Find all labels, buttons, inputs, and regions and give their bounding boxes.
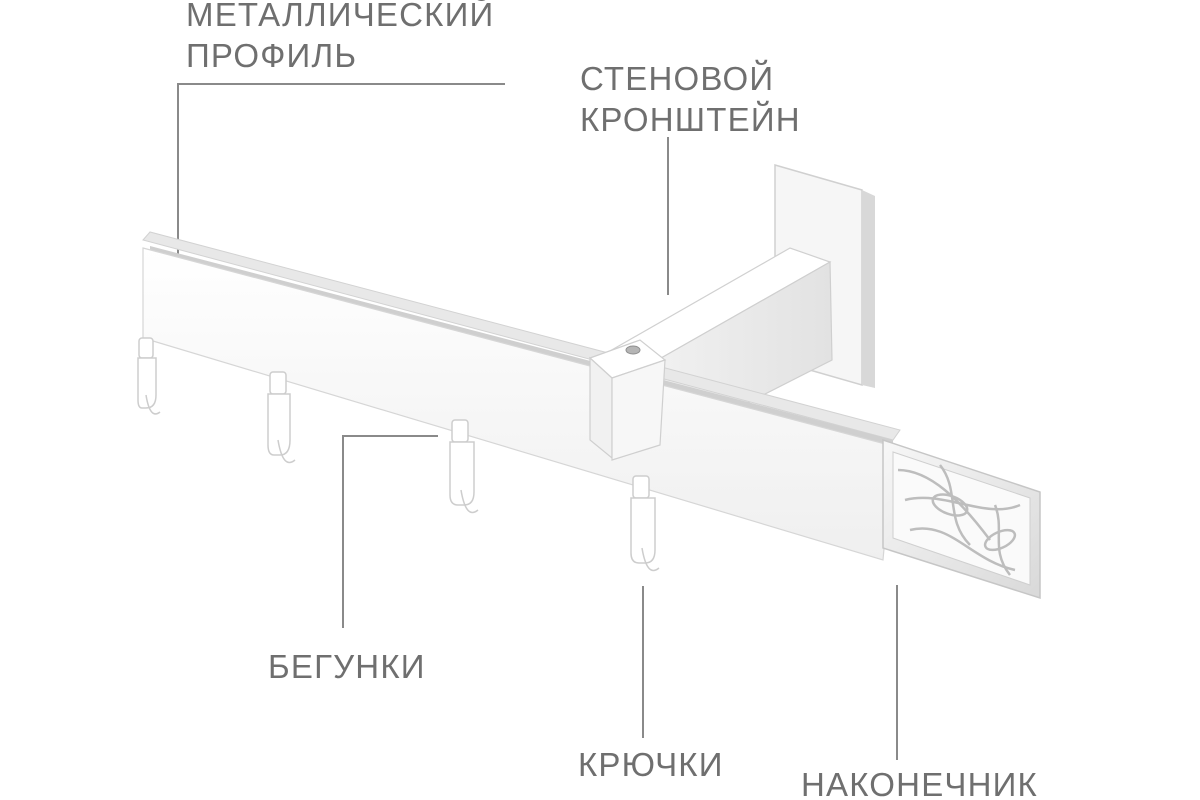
runner-hook-2 [267, 371, 296, 464]
label-wall-bracket-line2: КРОНШТЕЙН [580, 101, 801, 139]
end-cap [882, 438, 1041, 600]
label-hooks-text: КРЮЧКИ [578, 746, 724, 783]
leader-metal-profile [177, 83, 505, 288]
label-end-cap-text: НАКОНЕЧНИК [801, 766, 1038, 800]
label-runners: БЕГУНКИ [268, 646, 426, 687]
bracket-clamp [588, 339, 667, 461]
label-hooks: КРЮЧКИ [578, 744, 724, 785]
leader-lines [177, 83, 898, 760]
leader-runners [342, 435, 438, 628]
label-metal-profile: МЕТАЛЛИЧЕСКИЙ ПРОФИЛЬ [186, 0, 494, 77]
runner-hook-3 [449, 419, 479, 514]
runner-hook-4 [630, 475, 660, 572]
label-wall-bracket-line1: СТЕНОВОЙ [580, 60, 775, 97]
label-metal-profile-line1: МЕТАЛЛИЧЕСКИЙ [186, 0, 495, 33]
label-metal-profile-line2: ПРОФИЛЬ [186, 37, 358, 75]
runners-and-hooks [137, 337, 660, 572]
label-runners-text: БЕГУНКИ [268, 648, 426, 685]
label-end-cap: НАКОНЕЧНИК [801, 764, 1038, 800]
label-wall-bracket: СТЕНОВОЙ КРОНШТЕЙН [580, 58, 801, 141]
runner-hook-1 [137, 337, 161, 415]
